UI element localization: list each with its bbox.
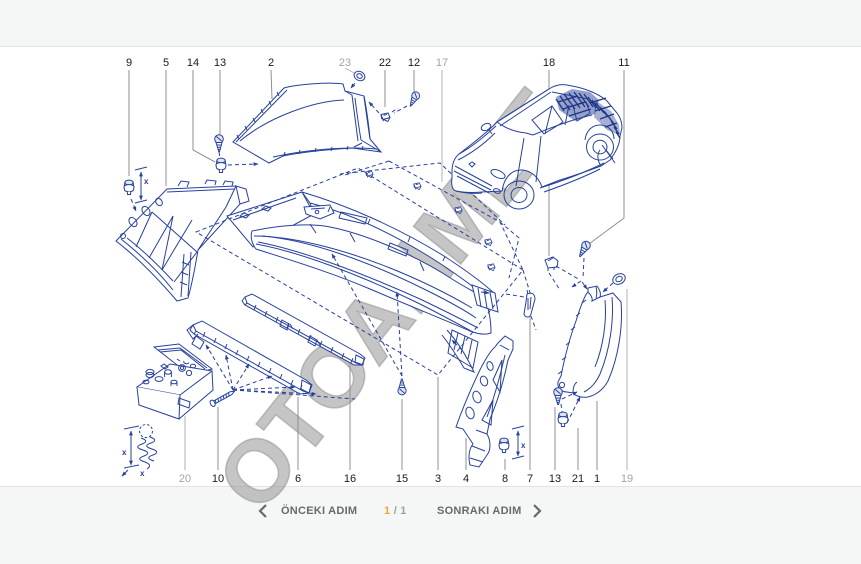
svg-text:11: 11 bbox=[618, 57, 629, 69]
svg-text:5: 5 bbox=[163, 57, 169, 69]
svg-text:19: 19 bbox=[621, 473, 633, 485]
svg-text:6: 6 bbox=[295, 473, 301, 485]
svg-text:23: 23 bbox=[339, 57, 351, 69]
svg-text:20: 20 bbox=[179, 473, 191, 485]
svg-text:8: 8 bbox=[502, 473, 508, 485]
svg-text:14: 14 bbox=[187, 57, 199, 69]
svg-text:10: 10 bbox=[212, 473, 224, 485]
svg-text:16: 16 bbox=[344, 473, 356, 485]
svg-text:x: x bbox=[122, 448, 127, 457]
svg-text:13: 13 bbox=[214, 57, 226, 69]
svg-text:x: x bbox=[140, 469, 145, 478]
svg-text:2: 2 bbox=[268, 57, 274, 69]
svg-text:x: x bbox=[521, 441, 526, 450]
svg-text:22: 22 bbox=[379, 57, 391, 69]
svg-text:12: 12 bbox=[408, 57, 420, 69]
svg-text:15: 15 bbox=[396, 473, 408, 485]
svg-text:3: 3 bbox=[435, 473, 441, 485]
svg-text:21: 21 bbox=[572, 473, 584, 485]
svg-text:1: 1 bbox=[594, 473, 600, 485]
svg-text:x: x bbox=[144, 177, 149, 186]
svg-text:9: 9 bbox=[126, 57, 132, 69]
svg-text:4: 4 bbox=[463, 473, 469, 485]
svg-text:18: 18 bbox=[543, 57, 555, 69]
svg-text:13: 13 bbox=[549, 473, 561, 485]
svg-text:7: 7 bbox=[527, 473, 533, 485]
svg-text:17: 17 bbox=[436, 57, 448, 69]
